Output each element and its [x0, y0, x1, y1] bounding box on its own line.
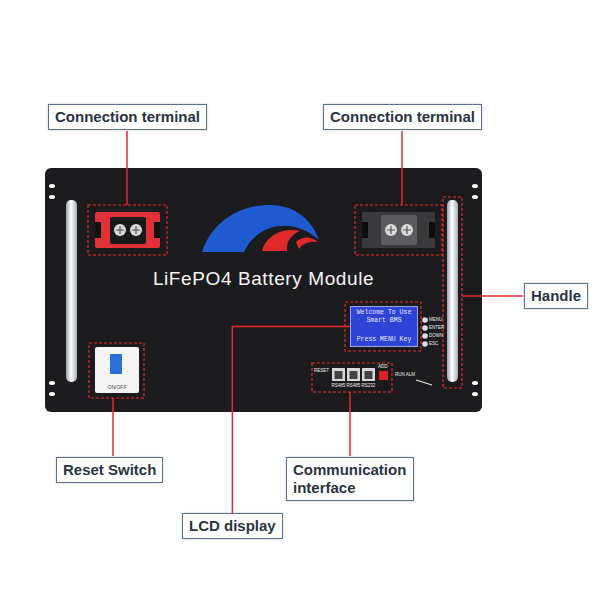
reset-switch-body: [95, 347, 139, 393]
callout-label: LCD display: [189, 517, 276, 535]
callout-label: Connection terminal: [330, 108, 475, 126]
product-title: LiFePO4 Battery Module: [45, 268, 482, 290]
terminal-tab: [362, 222, 368, 238]
address-switch: [379, 371, 388, 380]
indicator-led: [422, 333, 428, 339]
battery-panel: LiFePO4 Battery ModuleWelcome To Use Sma…: [45, 168, 482, 412]
part-label: RS485: [331, 384, 347, 389]
mounting-hole: [49, 392, 55, 396]
highlight-box: [355, 205, 442, 255]
screw-slot: [387, 226, 411, 234]
part-label: RS232: [361, 384, 377, 389]
terminal-tab: [429, 222, 435, 238]
logo-swoosh: [262, 230, 300, 251]
lcd-screen: Welcome To Use Smart BMS Press MENU Key: [350, 306, 418, 347]
panel-mark: [416, 380, 432, 385]
part-label: ENTER: [429, 326, 444, 331]
port-opening: [365, 371, 373, 379]
logo-swoosh: [296, 238, 318, 250]
handle-bar: [66, 200, 77, 382]
callout-label: Handle: [531, 287, 581, 305]
rj45-port: [362, 368, 375, 381]
logo-wave: [202, 205, 319, 252]
mounting-hole: [49, 184, 55, 188]
lcd-text: Press MENU Key: [354, 336, 414, 344]
highlight-box: [88, 205, 167, 255]
callout-box: Connection terminal: [48, 104, 207, 130]
callout-label: Reset Switch: [63, 461, 156, 479]
terminal-block: [110, 217, 146, 244]
rj45-port: [332, 368, 345, 381]
leader-line: [462, 295, 523, 297]
leader-line: [126, 131, 128, 205]
indicator-led: [422, 325, 428, 331]
callout-box: Handle: [524, 283, 588, 309]
screw-slot: [116, 226, 140, 234]
highlight-boxes: [88, 197, 462, 398]
terminal-tab: [95, 222, 101, 238]
indicator-led: [422, 341, 428, 347]
terminal-tab: [154, 222, 160, 238]
part-label: ADD: [378, 365, 388, 370]
highlight-box: [443, 197, 462, 388]
mounting-hole: [472, 392, 478, 396]
mounting-hole: [49, 381, 55, 385]
terminal-block: [381, 215, 417, 245]
switch-toggle: [110, 354, 122, 374]
part-label: RS485: [346, 384, 362, 389]
leader-lines: [113, 131, 523, 456]
port-opening: [335, 371, 343, 379]
mounting-hole: [472, 184, 478, 188]
callout-label: Connection terminal: [55, 108, 200, 126]
part-label: RUN ALM: [395, 373, 415, 378]
callout-box: Reset Switch: [56, 457, 163, 483]
callout-box: Connection terminal: [323, 104, 482, 130]
callout-box: LCD display: [182, 513, 283, 539]
callout-box: Communication interface: [286, 457, 414, 501]
mounting-hole: [472, 381, 478, 385]
mounting-hole: [472, 195, 478, 199]
part-label: RESET: [314, 369, 329, 374]
negative-terminal: [362, 212, 435, 248]
highlight-box: [345, 302, 421, 351]
leader-line: [112, 398, 114, 456]
leader-line: [349, 392, 351, 456]
front-panel: [45, 168, 482, 412]
callout-label: Communication interface: [293, 461, 407, 497]
positive-terminal: [95, 212, 160, 248]
leader-line: [401, 131, 403, 205]
indicator-led: [422, 317, 428, 323]
highlight-box: [312, 363, 392, 392]
mounting-hole: [49, 195, 55, 199]
part-label: MENU: [429, 318, 442, 323]
part-label: DOWN: [429, 334, 443, 339]
handle-bar: [447, 200, 458, 382]
part-label: ON/OFF: [95, 385, 139, 390]
port-opening: [350, 371, 358, 379]
lcd-text: Welcome To Use Smart BMS: [354, 309, 414, 325]
rj45-port: [347, 368, 360, 381]
part-label: ESC: [429, 342, 438, 347]
highlight-box: [89, 343, 144, 398]
